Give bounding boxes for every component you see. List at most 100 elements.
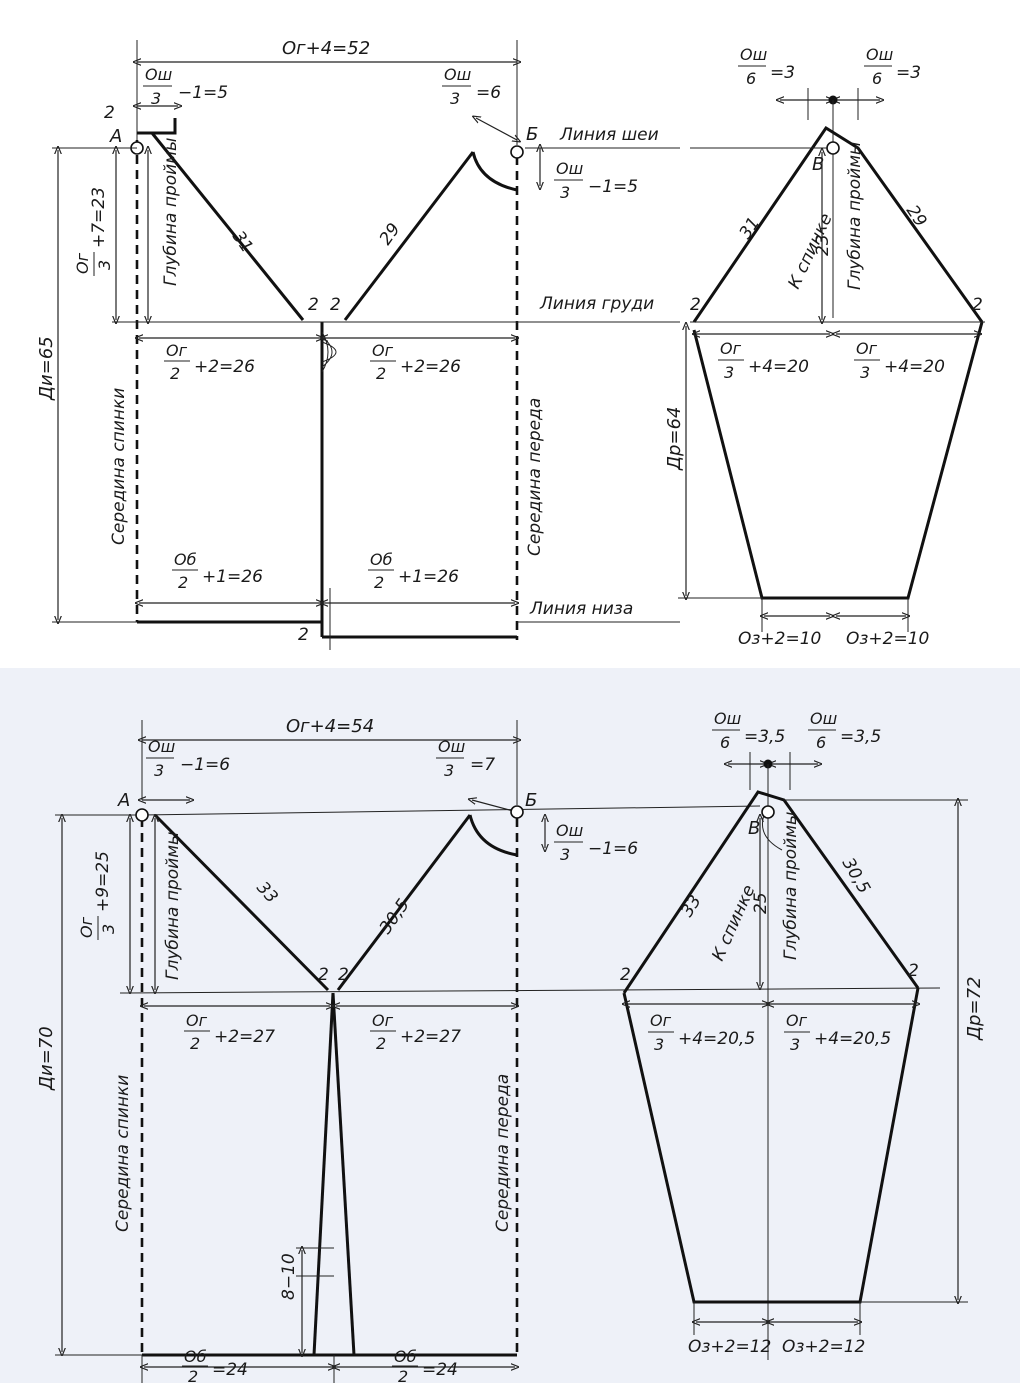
svg-text:2: 2 (104, 103, 115, 123)
label-sleeve-length-b: Др=72 (964, 977, 985, 1041)
label-sleeve-chest-right-b: Ог 3 +4=20,5 (784, 1011, 891, 1054)
label-chest-front-b: Ог 2 +2=27 (370, 1011, 461, 1053)
svg-text:Ог: Ог (372, 1011, 394, 1030)
label-sleeve-back-slope-b: 33 (677, 892, 705, 921)
label-sleeve-cap-height: 23 (813, 234, 833, 256)
svg-text:Ош: Ош (444, 65, 472, 84)
svg-text:−1=6: −1=6 (180, 755, 230, 775)
svg-text:+2=27: +2=27 (214, 1027, 275, 1047)
svg-text:+7=23: +7=23 (89, 187, 109, 248)
svg-text:Ог: Ог (786, 1011, 808, 1030)
point-a-b: А (117, 790, 130, 811)
label-chest-line: Линия груди (539, 294, 654, 314)
front-neck-curve (471, 151, 518, 192)
point-a: А (109, 126, 122, 147)
svg-text:=3: =3 (896, 63, 921, 83)
label-sleeve-cap-left: Ош 6 =3 (738, 45, 795, 88)
svg-text:Ош: Ош (556, 821, 584, 840)
label-neck-line: Линия шеи (559, 125, 659, 145)
label-back-slope-b: 33 (252, 878, 281, 907)
front-armhole-edge-b (336, 814, 472, 991)
label-wrist-right-b: Оз+2=12 (782, 1337, 865, 1357)
svg-text:3: 3 (860, 363, 870, 382)
sleeve-cap-edge (692, 125, 984, 323)
svg-text:Ош: Ош (866, 45, 894, 64)
svg-text:+2=26: +2=26 (194, 357, 255, 377)
svg-text:2: 2 (908, 961, 919, 981)
svg-text:2: 2 (376, 364, 386, 383)
svg-text:=3: =3 (770, 63, 795, 83)
svg-text:2: 2 (318, 965, 329, 985)
label-back-center: Середина спинки (109, 388, 129, 545)
svg-text:Ог: Ог (77, 916, 96, 938)
label-sleeve-chest-right: Ог 3 +4=20 (854, 339, 945, 382)
sleeve-cap-edge-b (622, 790, 920, 994)
svg-text:3: 3 (724, 363, 734, 382)
svg-text:2: 2 (188, 1367, 198, 1383)
svg-text:Ог: Ог (372, 341, 394, 360)
svg-text:+1=26: +1=26 (202, 567, 263, 587)
label-hip-back: Об 2 +1=26 (172, 550, 263, 592)
label-length: Ди=65 (36, 336, 57, 401)
side-seam-back-b (312, 992, 335, 1356)
front-neck-curve-b (468, 814, 518, 857)
svg-text:3: 3 (450, 89, 460, 108)
svg-text:3: 3 (154, 761, 164, 780)
point-b-b: Б (525, 790, 537, 811)
label-sleeve-cap-right: Ош 6 =3 (864, 45, 921, 88)
bottom-bodice-pattern: Ог+4=54 Ош 3 −1=6 Ош 3 =7 А Б Ош 3 −1=6 (36, 716, 941, 1383)
point-a-marker-b (135, 808, 149, 822)
svg-text:2: 2 (190, 1034, 200, 1053)
svg-text:+4=20,5: +4=20,5 (678, 1029, 755, 1049)
svg-text:Ош: Ош (148, 737, 176, 756)
svg-text:3: 3 (560, 183, 570, 202)
label-neck-depth-b: Ош 3 −1=6 (554, 821, 638, 864)
label-bottom-line: Линия низа (529, 599, 633, 619)
bottom-pattern-panel (0, 668, 1020, 1383)
svg-text:Ог: Ог (856, 339, 878, 358)
svg-text:6: 6 (746, 69, 756, 88)
svg-text:=24: =24 (422, 1360, 458, 1380)
svg-text:2: 2 (308, 295, 319, 315)
svg-text:2: 2 (338, 965, 349, 985)
label-chest-back: Ог 2 +2=26 (164, 341, 255, 383)
svg-text:Об: Об (370, 550, 393, 569)
svg-text:3: 3 (151, 89, 161, 108)
svg-text:3: 3 (790, 1035, 800, 1054)
svg-text:=24: =24 (212, 1360, 248, 1380)
svg-text:Ош: Ош (438, 737, 466, 756)
label-sleeve-armhole-b: Глубина проймы (781, 812, 801, 960)
svg-text:Ош: Ош (810, 709, 838, 728)
svg-text:+4=20: +4=20 (748, 357, 809, 377)
label-total-width: Ог+4=52 (282, 38, 370, 59)
label-wrist-left-b: Оз+2=12 (688, 1337, 771, 1357)
svg-text:−1=6: −1=6 (588, 839, 638, 859)
svg-text:Ош: Ош (145, 65, 173, 84)
label-front-center-b: Середина переда (493, 1074, 513, 1232)
svg-text:Ог: Ог (720, 339, 742, 358)
bottom-sleeve-pattern: Ош 6 =3,5 Ош 6 =3,5 В 33 30,5 К спинке 2… (620, 709, 985, 1360)
label-neck-back-b: Ош 3 −1=6 (146, 737, 230, 780)
back-armhole-edge-b (153, 813, 330, 992)
front-armhole-edge (343, 151, 475, 321)
svg-text:2: 2 (690, 295, 701, 315)
svg-text:3: 3 (560, 845, 570, 864)
chest-line-b (119, 987, 941, 994)
svg-text:Ош: Ош (556, 159, 584, 178)
svg-text:+2=27: +2=27 (400, 1027, 461, 1047)
point-v-b: В (748, 818, 760, 839)
label-back-center-b: Середина спинки (113, 1075, 133, 1232)
label-wrist-right: Оз+2=10 (846, 629, 929, 649)
svg-text:−1=5: −1=5 (588, 177, 638, 197)
label-sleeve-back-slope: 31 (736, 214, 765, 243)
label-sleeve-chest-left: Ог 3 +4=20 (718, 339, 809, 382)
svg-text:2: 2 (376, 1034, 386, 1053)
label-sleeve-front-slope-b: 30,5 (838, 855, 874, 898)
svg-text:Ош: Ош (714, 709, 742, 728)
svg-text:=3,5: =3,5 (840, 727, 881, 747)
svg-text:+9=25: +9=25 (93, 851, 113, 912)
svg-text:+4=20: +4=20 (884, 357, 945, 377)
svg-text:+2=26: +2=26 (400, 357, 461, 377)
